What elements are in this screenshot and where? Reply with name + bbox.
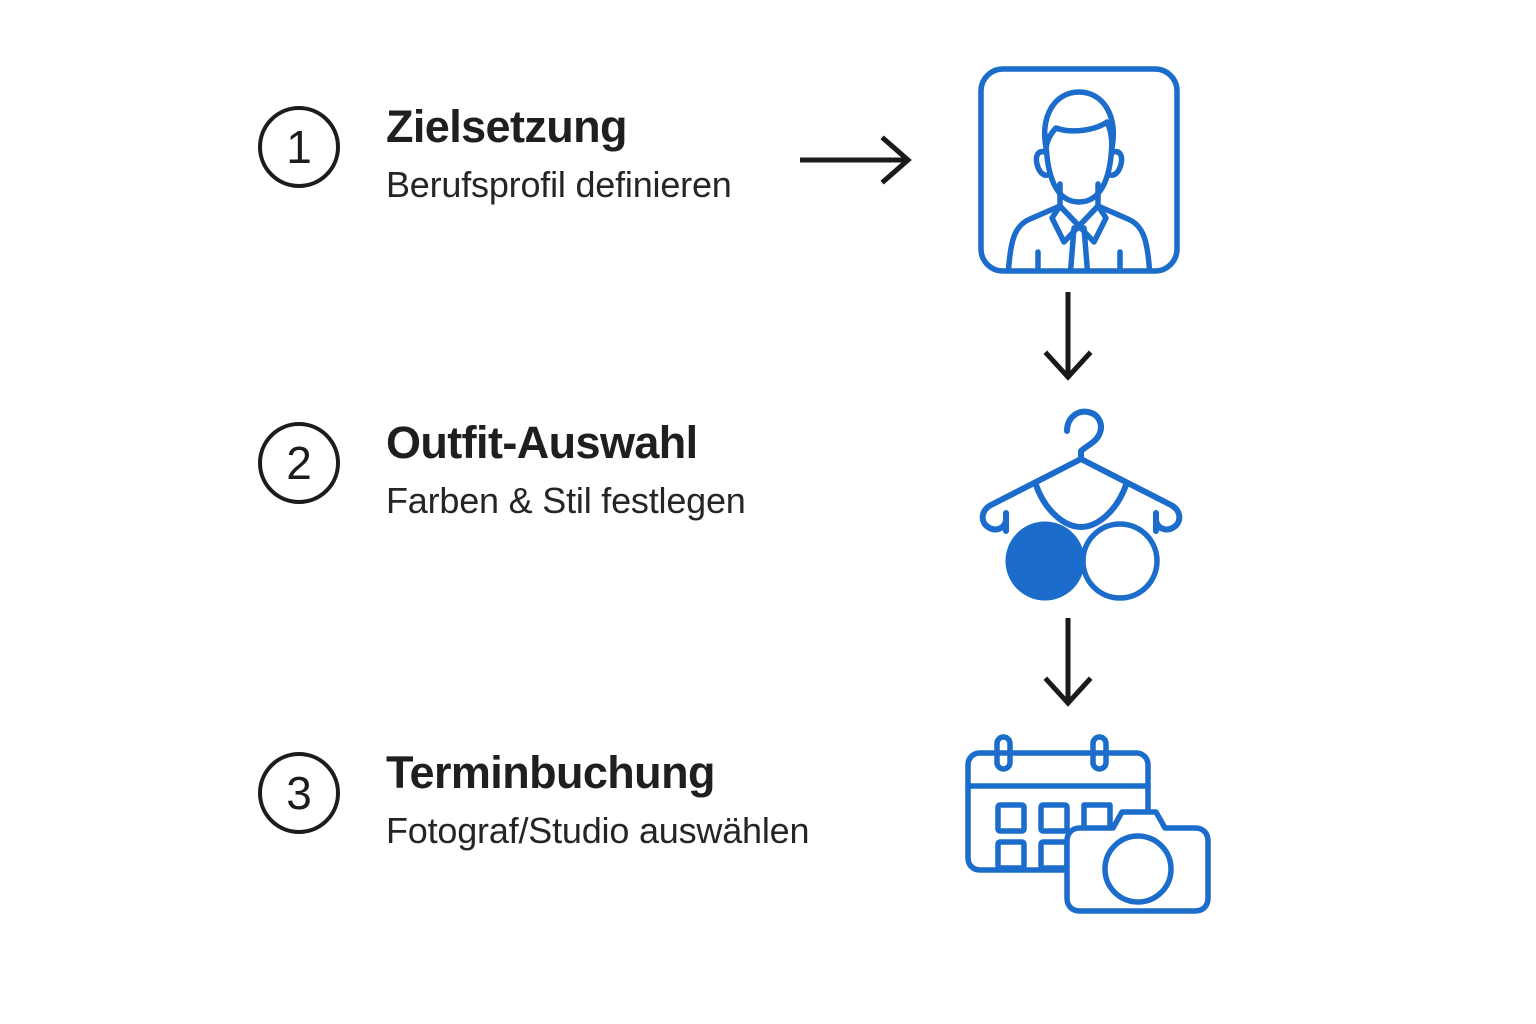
step-row-3: 3 Terminbuchung Fotograf/Studio auswähle… <box>258 750 809 850</box>
step-text-block-3: Terminbuchung Fotograf/Studio auswählen <box>386 750 809 850</box>
step-subtitle-3: Fotograf/Studio auswählen <box>386 809 810 851</box>
calendar-ring-right <box>1090 734 1109 772</box>
step-number-label-1: 1 <box>286 121 312 173</box>
camera-icon <box>1064 809 1211 914</box>
step-number-badge-2: 2 <box>258 422 340 504</box>
step-title-1: Zielsetzung <box>386 101 628 152</box>
step-row-1: 1 Zielsetzung Berufsprofil definieren <box>258 104 732 204</box>
step-number-badge-3: 3 <box>258 752 340 834</box>
arrow-down-icon-1 <box>1036 292 1100 388</box>
arrow-down-icon-2 <box>1036 618 1100 714</box>
step-number-label-2: 2 <box>286 437 312 489</box>
step-row-2: 2 Outfit-Auswahl Farben & Stil festlegen <box>258 420 746 520</box>
step-title-2: Outfit-Auswahl <box>386 417 698 468</box>
color-swatch-filled <box>1005 521 1085 601</box>
step-number-label-3: 3 <box>286 767 312 819</box>
arrow-right-icon <box>800 132 920 188</box>
step-title-3: Terminbuchung <box>386 747 715 798</box>
step-text-block-2: Outfit-Auswahl Farben & Stil festlegen <box>386 420 746 520</box>
business-portrait-icon <box>968 56 1190 282</box>
calendar-camera-icon <box>958 730 1218 920</box>
clothes-hanger-color-swatch-icon <box>964 396 1194 601</box>
step-subtitle-1: Berufsprofil definieren <box>386 163 732 205</box>
color-swatch-outline <box>1080 521 1160 601</box>
camera-lens-icon <box>1102 833 1174 905</box>
step-subtitle-2: Farben & Stil festlegen <box>386 479 746 521</box>
calendar-ring-left <box>994 734 1013 772</box>
step-text-block-1: Zielsetzung Berufsprofil definieren <box>386 104 732 204</box>
step-number-badge-1: 1 <box>258 106 340 188</box>
